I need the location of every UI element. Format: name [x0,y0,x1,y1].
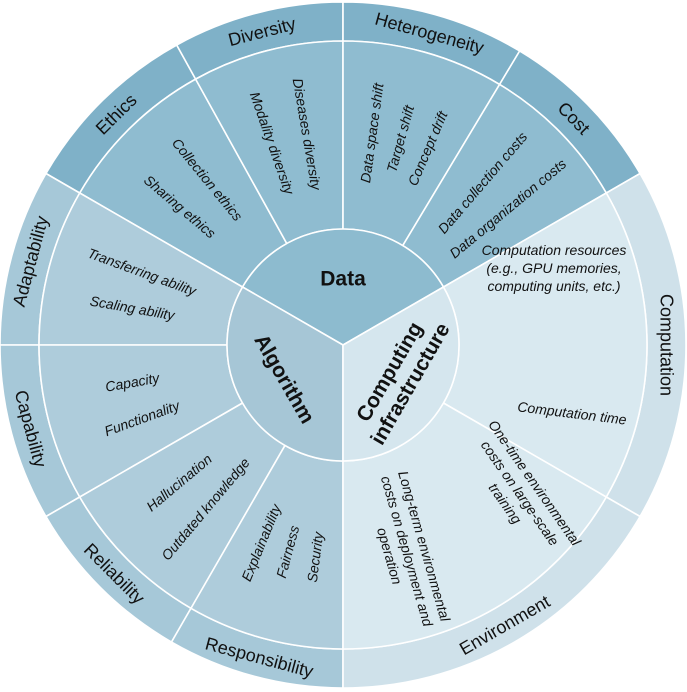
infrastructure-category-label: Computation [657,294,677,396]
computation-item-line: (e.g., GPU memories, [486,260,621,276]
computation-item-line: Computation resources [482,242,627,258]
algorithm-item: Security [304,530,327,583]
core-infrastructure [342,285,460,462]
computation-item-line: computing units, etc.) [487,278,620,294]
core-algorithm [226,285,344,462]
computation-item: Computation resources (e.g., GPU memories… [482,242,627,294]
core-data-label: Data [320,268,366,291]
